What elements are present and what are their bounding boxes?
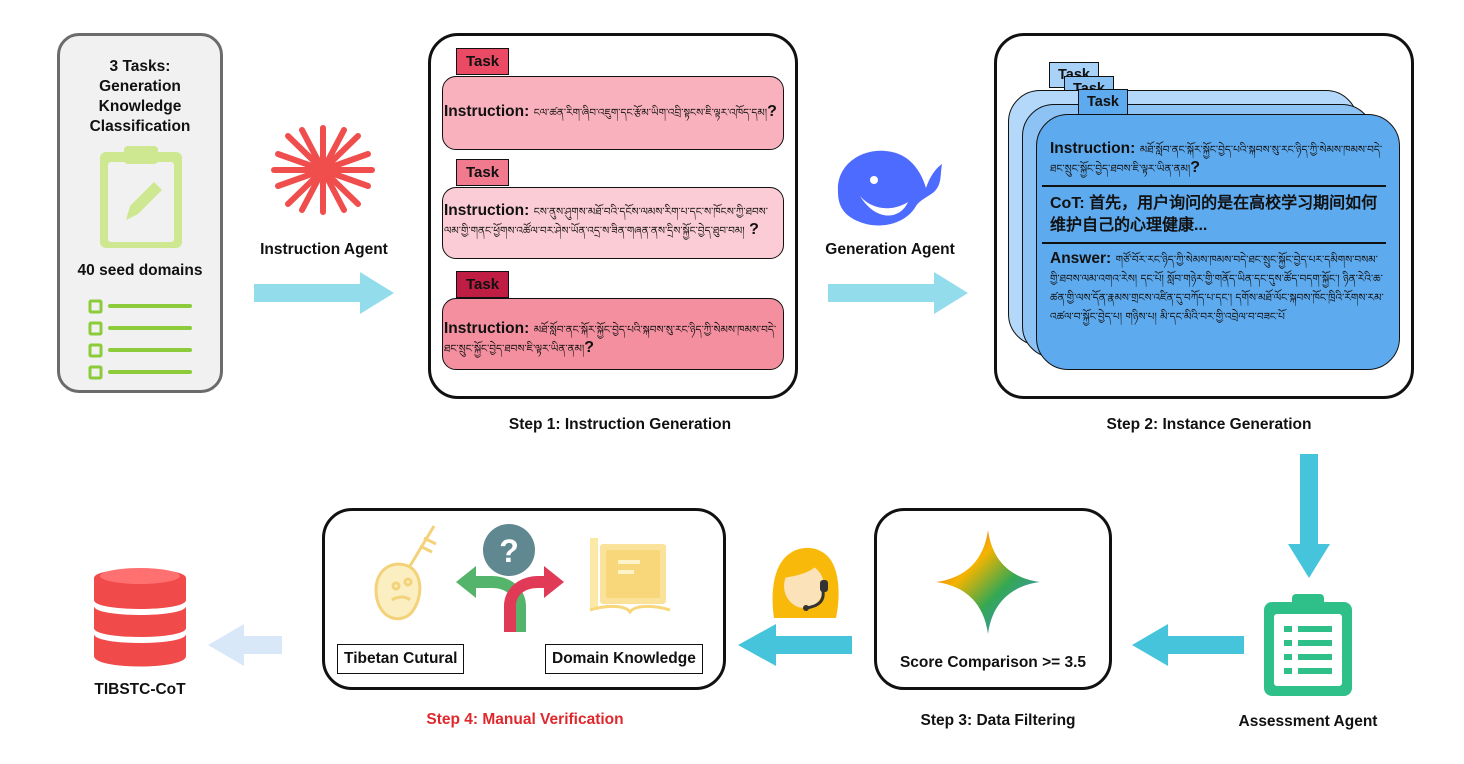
arrow-right (828, 272, 968, 314)
arrow-right (254, 272, 394, 314)
instruction-text: མཐོ་སློབ་ནང་སྐོར་སྐྱོང་བྱེད་པའི་སྐབས་སུ་… (444, 324, 777, 355)
question-mark: ? (584, 339, 595, 356)
step3-caption: Step 3: Data Filtering (920, 712, 1076, 729)
instruction-agent-label: Instruction Agent (260, 241, 388, 258)
answer-label: Answer: (1050, 250, 1112, 267)
domain-knowledge-option: Domain Knowledge (545, 644, 703, 674)
database-icon (94, 568, 186, 667)
instruction-label: Instruction: (444, 320, 530, 337)
question-mark: ? (1190, 159, 1201, 176)
instruction-row: Instruction: མཐོ་སློབ་ནང་སྐོར་སྐྱོང་བྱེད… (444, 320, 780, 358)
instruction-text: ངལ་ཚན་རིག་ཞིབ་འཇུག་དང་རྩོམ་ཡིག་འབྲི་སྟངས… (533, 107, 768, 119)
starburst-icon (271, 125, 375, 215)
instruction-box (442, 298, 784, 370)
card-tab: Task (1078, 89, 1128, 115)
question-mark: ? (749, 221, 759, 238)
question-mark: ? (767, 103, 777, 120)
assessment-clipboard-icon (1264, 594, 1352, 696)
score-comparison: Score Comparison >= 3.5 (899, 654, 1087, 671)
seed-domains: 40 seed domains (77, 262, 203, 279)
arrow-left (738, 624, 852, 666)
output-label: TIBSTC-CoT (94, 681, 186, 698)
instruction-label: Instruction: (444, 103, 530, 120)
instruction-box (442, 187, 784, 259)
instruction-label: Instruction: (444, 202, 530, 219)
task-tab: Task (456, 271, 510, 298)
task-tab: Task (456, 48, 510, 75)
svg-text:?: ? (499, 533, 519, 569)
step4-caption: Step 4: Manual Verification (426, 711, 624, 728)
list-icon (88, 299, 192, 380)
book-icon (589, 538, 671, 614)
answer-text: གཙོ་བོར་རང་ཉིད་ཀྱི་སེམས་ཁམས་བདེ་ཐང་སྲུང་… (1050, 254, 1384, 323)
instruction-row: Instruction: ངལ་ཚན་རིག་ཞིབ་འཇུག་དང་རྩོམ་… (444, 102, 782, 131)
support-agent-icon (772, 547, 839, 618)
arrow-left (1132, 624, 1244, 666)
step1-caption: Step 1: Instruction Generation (508, 416, 732, 433)
cot-block: CoT: 首先，用户询问的是在高校学习期间如何维护自己的心理健康... (1050, 193, 1386, 237)
instance-instruction: Instruction: མཐོ་སློབ་ནང་སྐོར་སྐྱོང་བྱེད… (1050, 140, 1390, 178)
seed-title-line: 3 Tasks: (109, 58, 171, 75)
instruction-box (442, 76, 784, 150)
seed-title-line: Classification (89, 118, 191, 135)
seed-title-line: Knowledge (98, 98, 182, 115)
divider (1042, 242, 1386, 244)
tibetan-cultural-option: Tibetan Cutural (337, 644, 465, 674)
whale-icon (837, 150, 942, 226)
arrow-down (1288, 454, 1330, 578)
clipboard-icon (100, 146, 182, 248)
lute-icon (374, 525, 437, 621)
arrow-left-faded (208, 624, 282, 666)
seed-title-line: Generation (99, 78, 181, 95)
cot-label: CoT: (1050, 195, 1085, 212)
instruction-label: Instruction: (1050, 140, 1136, 157)
answer-block: Answer: གཙོ་བོར་རང་ཉིད་ཀྱི་སེམས་ཁམས་བདེ་… (1050, 250, 1386, 326)
divider (1042, 185, 1386, 187)
step2-caption: Step 2: Instance Generation (1106, 416, 1312, 433)
seed-title: 3 Tasks: Generation Knowledge Classifica… (57, 57, 223, 137)
task-tab: Task (456, 159, 510, 186)
instruction-row: Instruction: ངས་ནུས་ཤུགས་མཐོ་བའི་དངོས་ལམ… (444, 202, 780, 240)
assessment-agent-label: Assessment Agent (1238, 713, 1378, 730)
instruction-text: མཐོ་སློབ་ནང་སྐོར་སྐྱོང་བྱེད་པའི་སྐབས་སུ་… (1050, 144, 1383, 175)
gemini-star-icon (936, 530, 1040, 634)
decision-arrows-icon: ? (456, 524, 564, 632)
instruction-text: ངས་ནུས་ཤུགས་མཐོ་བའི་དངོས་ལམས་རིག་པ་དང་ས་… (444, 206, 768, 237)
cot-text: 首先，用户询问的是在高校学习期间如何维护自己的心理健康... (1050, 195, 1378, 234)
generation-agent-label: Generation Agent (825, 241, 955, 258)
